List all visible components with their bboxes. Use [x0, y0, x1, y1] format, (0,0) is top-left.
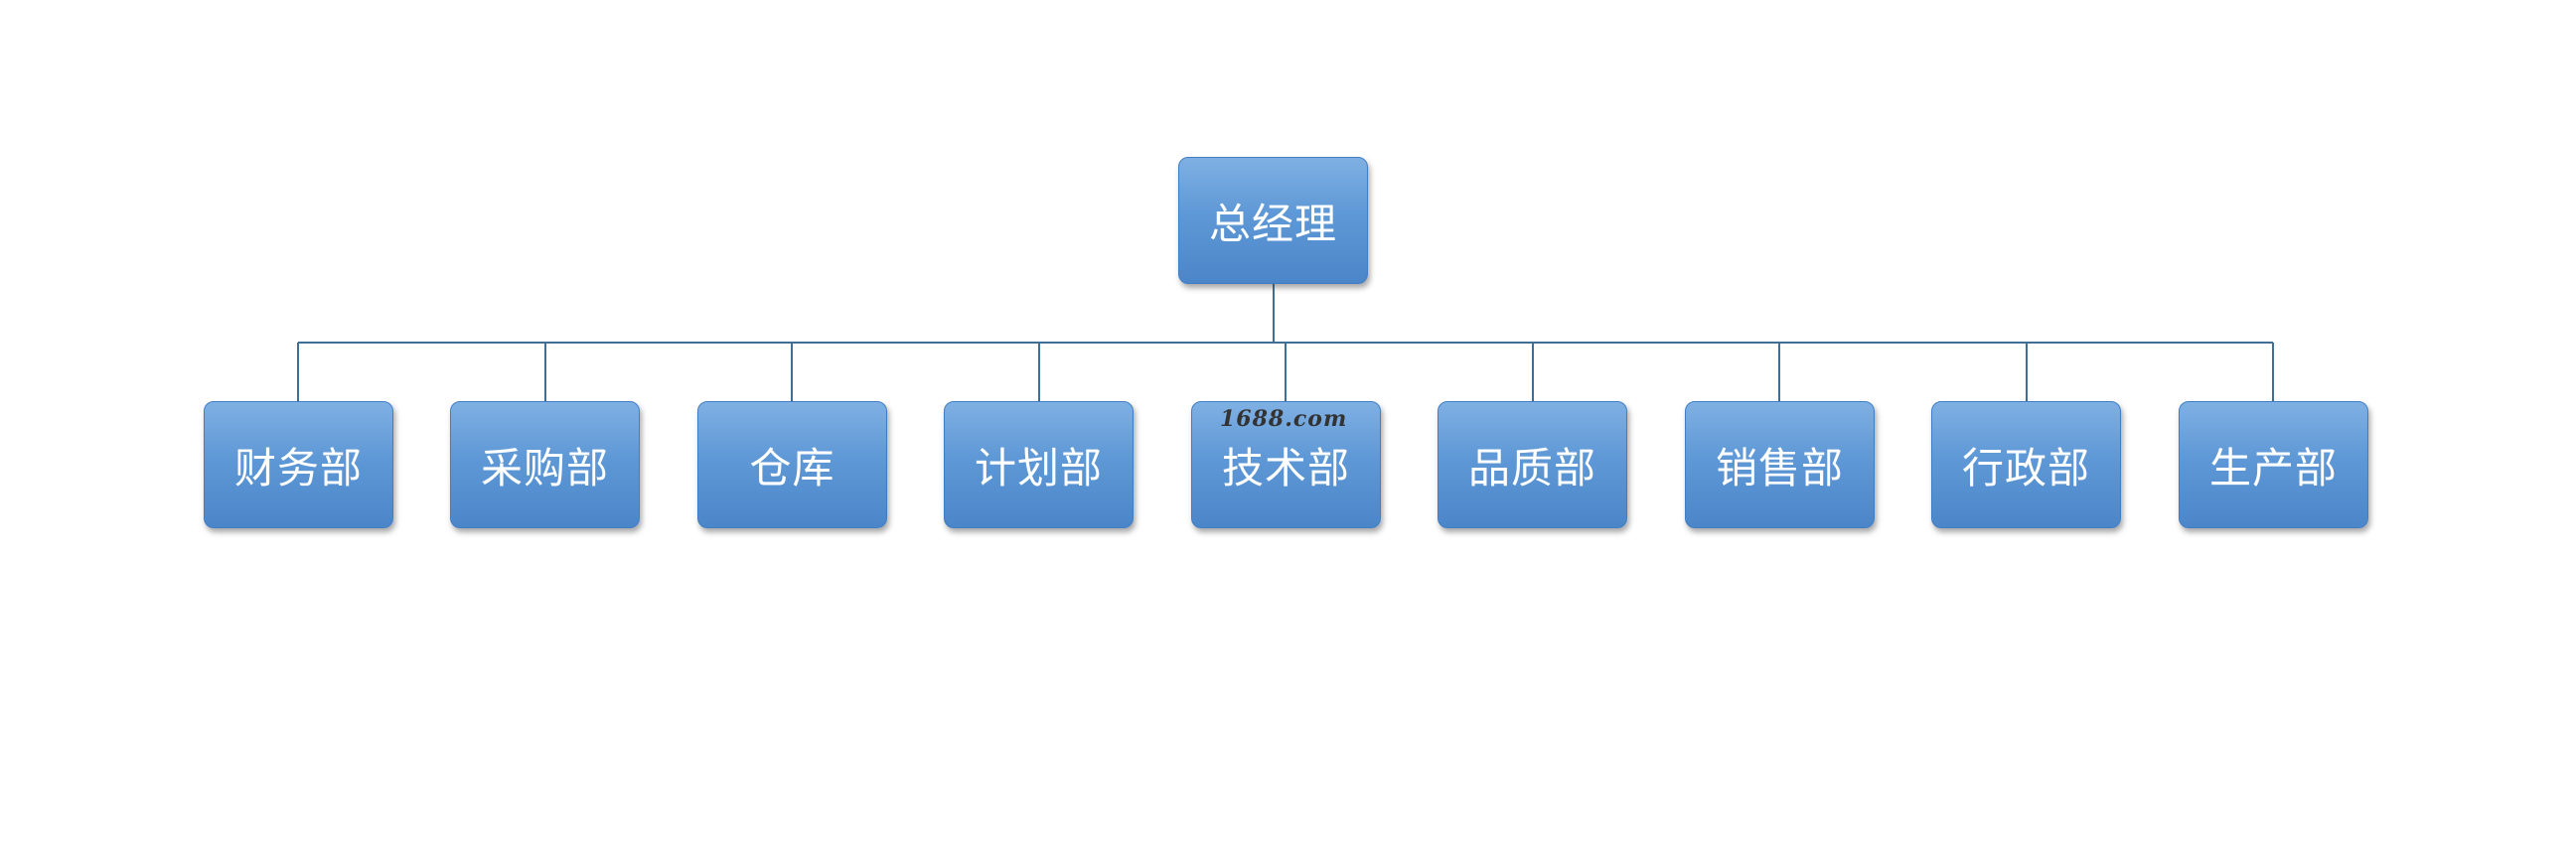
node-finance-dept: 财务部 — [204, 401, 393, 528]
node-planning-dept: 计划部 — [944, 401, 1134, 528]
node-sales-dept: 销售部 — [1685, 401, 1875, 528]
node-warehouse: 仓库 — [697, 401, 887, 528]
node-quality-dept: 品质部 — [1438, 401, 1627, 528]
node-technology-dept: 技术部 — [1191, 401, 1381, 528]
watermark-text: 1688.com — [1220, 406, 1348, 432]
node-administration-dept: 行政部 — [1931, 401, 2121, 528]
node-production-dept: 生产部 — [2179, 401, 2368, 528]
node-general-manager: 总经理 — [1178, 157, 1368, 284]
node-purchasing-dept: 采购部 — [450, 401, 640, 528]
